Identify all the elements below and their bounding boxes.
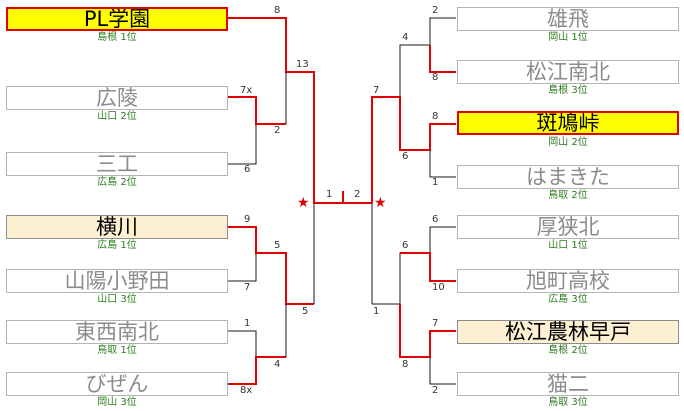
score-final-left: 1 — [326, 189, 333, 200]
bracket-line — [228, 96, 286, 125]
score: 1 — [432, 177, 439, 188]
champion-star-icon: ★ — [374, 195, 387, 211]
team-right-4-info: 鳥取 2位 — [548, 190, 588, 201]
score: 10 — [432, 282, 445, 293]
team-left-6-info: 鳥取 1位 — [97, 345, 137, 356]
team-left-4: 横川 — [6, 215, 228, 239]
team-right-1-info: 岡山 1位 — [548, 32, 588, 43]
score: 6 — [402, 151, 409, 162]
team-left-7-info: 岡山 3位 — [97, 397, 137, 408]
score: 9 — [244, 214, 251, 225]
score: 6 — [402, 240, 409, 251]
score: 1 — [244, 318, 251, 329]
bracket-line — [228, 226, 314, 305]
score: 2 — [432, 5, 439, 16]
team-right-5: 厚狭北 — [457, 215, 679, 239]
team-left-4-info: 広島 1位 — [97, 240, 137, 251]
score: 7 — [432, 318, 439, 329]
score: 7x — [240, 85, 253, 96]
score: 4 — [274, 359, 281, 370]
team-left-1-info: 島根 1位 — [97, 32, 137, 43]
team-right-3: 斑鳩峠 — [457, 111, 679, 135]
bracket-line — [400, 252, 456, 282]
team-right-2-info: 島根 3位 — [548, 85, 588, 96]
team-left-5-info: 山口 3位 — [97, 294, 137, 305]
score: 13 — [296, 59, 309, 70]
team-right-2: 松江南北 — [457, 60, 679, 84]
bracket-line — [228, 17, 343, 204]
score: 5 — [274, 240, 281, 251]
score: 8 — [432, 72, 439, 83]
bracket-line — [228, 124, 257, 165]
team-left-5: 山陽小野田 — [6, 269, 228, 293]
bracket-line — [429, 150, 456, 178]
team-right-7-info: 島根 2位 — [548, 345, 588, 356]
bracket-line — [228, 356, 286, 385]
bracket-line — [342, 191, 372, 204]
team-right-5-info: 山口 1位 — [548, 240, 588, 251]
team-left-6: 東西南北 — [6, 320, 228, 344]
team-left-7: びぜん — [6, 372, 228, 396]
team-left-2-info: 山口 2位 — [97, 111, 137, 122]
team-left-1: PL学園 — [6, 7, 228, 31]
score: 7 — [373, 85, 380, 96]
bracket-line — [429, 45, 456, 73]
team-right-8: 猫二 — [457, 372, 679, 396]
team-right-8-info: 鳥取 3位 — [548, 397, 588, 408]
score: 8 — [432, 111, 439, 122]
score: 8 — [274, 5, 281, 16]
score: 7 — [244, 282, 251, 293]
team-right-6-info: 広島 3位 — [548, 294, 588, 305]
score: 5 — [302, 306, 309, 317]
score: 4 — [402, 32, 409, 43]
score: 6 — [432, 214, 439, 225]
score: 8 — [402, 359, 409, 370]
bracket-line — [429, 357, 456, 385]
team-right-3-info: 岡山 2位 — [548, 137, 588, 148]
score: 2 — [432, 385, 439, 396]
score: 1 — [373, 306, 380, 317]
score-final-right: 2 — [354, 189, 361, 200]
team-left-3-info: 広島 2位 — [97, 177, 137, 188]
team-right-4: はまきた — [457, 165, 679, 189]
score: 6 — [244, 164, 251, 175]
bracket-line — [399, 304, 456, 358]
bracket-line — [399, 17, 456, 97]
team-left-3: 三工 — [6, 152, 228, 176]
score: 8x — [240, 385, 253, 396]
team-left-2: 広陵 — [6, 86, 228, 110]
team-right-1: 雄飛 — [457, 7, 679, 31]
score: 2 — [274, 125, 281, 136]
bracket-line — [371, 96, 456, 203]
bracket-line — [228, 330, 257, 357]
bracket-line — [228, 253, 257, 282]
champion-star-icon: ★ — [297, 195, 310, 211]
team-right-7: 松江農林早戸 — [457, 320, 679, 344]
team-right-6: 旭町高校 — [457, 269, 679, 293]
